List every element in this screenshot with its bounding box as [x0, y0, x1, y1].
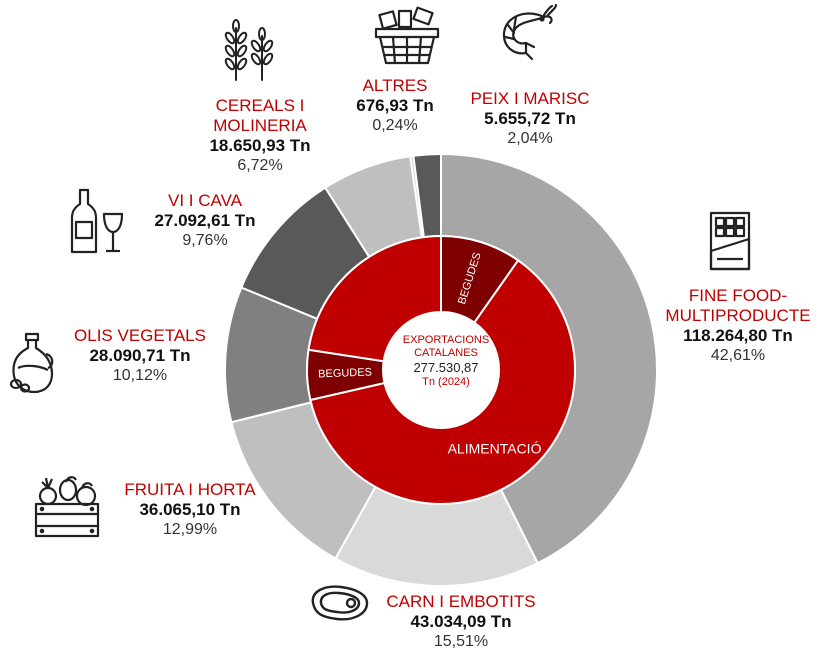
label-carn-embotits: CARN I EMBOTITS 43.034,09 Tn 15,51% — [366, 592, 556, 652]
category-percent: 42,61% — [710, 347, 766, 364]
center-value: 277.530,87 — [413, 360, 479, 375]
category-percent: 9,76% — [182, 232, 228, 249]
category-tonnes: 43.034,09 Tn — [410, 612, 512, 631]
chocolate-icon — [709, 211, 751, 276]
label-olis-vegetals: OLIS VEGETALS 28.090,71 Tn 10,12% — [55, 326, 225, 386]
category-name: ALTRES — [362, 76, 428, 95]
category-percent: 12,99% — [162, 521, 218, 538]
category-name: VI I CAVA — [167, 191, 242, 210]
label-peix-marisc: PEIX I MARISC 5.655,72 Tn 2,04% — [450, 89, 610, 149]
category-name: OLIS VEGETALS — [74, 326, 206, 345]
label-vi-cava: VI I CAVA 27.092,61 Tn 9,76% — [130, 191, 280, 251]
category-percent: 6,72% — [237, 157, 283, 174]
category-tonnes: 5.655,72 Tn — [484, 109, 576, 128]
wine-icon — [68, 188, 126, 259]
category-name: CEREALS I MOLINERIA — [213, 96, 307, 135]
category-tonnes: 18.650,93 Tn — [209, 136, 311, 155]
steak-icon — [307, 583, 371, 628]
oil-icon — [6, 332, 56, 399]
wheat-icon — [222, 18, 278, 87]
center-total: EXPORTACIONS CATALANES 277.530,87 Tn (20… — [381, 334, 511, 389]
category-percent: 0,24% — [372, 117, 418, 134]
category-name: FRUITA I HORTA — [124, 480, 256, 499]
category-percent: 15,51% — [433, 633, 489, 650]
label-cereals-molineria: CEREALS I MOLINERIA 18.650,93 Tn 6,72% — [190, 96, 330, 176]
category-tonnes: 27.092,61 Tn — [154, 211, 256, 230]
category-percent: 10,12% — [112, 367, 168, 384]
inner-label-2: BEGUDES — [318, 366, 372, 380]
vegetables-crate-icon — [32, 474, 102, 543]
category-name: CARN I EMBOTITS — [386, 592, 536, 611]
label-altres: ALTRES 676,93 Tn 0,24% — [340, 76, 450, 136]
center-unit: Tn (2024) — [422, 376, 470, 388]
shrimp-icon — [498, 3, 558, 66]
label-fruita-horta: FRUITA I HORTA 36.065,10 Tn 12,99% — [100, 480, 280, 540]
center-title: EXPORTACIONS CATALANES — [402, 334, 490, 359]
category-name: PEIX I MARISC — [470, 89, 590, 108]
category-tonnes: 36.065,10 Tn — [139, 500, 241, 519]
category-name: FINE FOOD- MULTIPRODUCTE — [665, 286, 811, 325]
category-tonnes: 676,93 Tn — [356, 96, 434, 115]
center-hole — [383, 312, 499, 428]
category-percent: 2,04% — [507, 130, 553, 147]
label-fine-food: FINE FOOD- MULTIPRODUCTE 118.264,80 Tn 4… — [648, 286, 828, 366]
category-tonnes: 118.264,80 Tn — [683, 326, 793, 345]
basket-icon — [373, 6, 441, 72]
category-tonnes: 28.090,71 Tn — [89, 346, 191, 365]
inner-label-1: ALIMENTACIÓ — [448, 440, 542, 456]
